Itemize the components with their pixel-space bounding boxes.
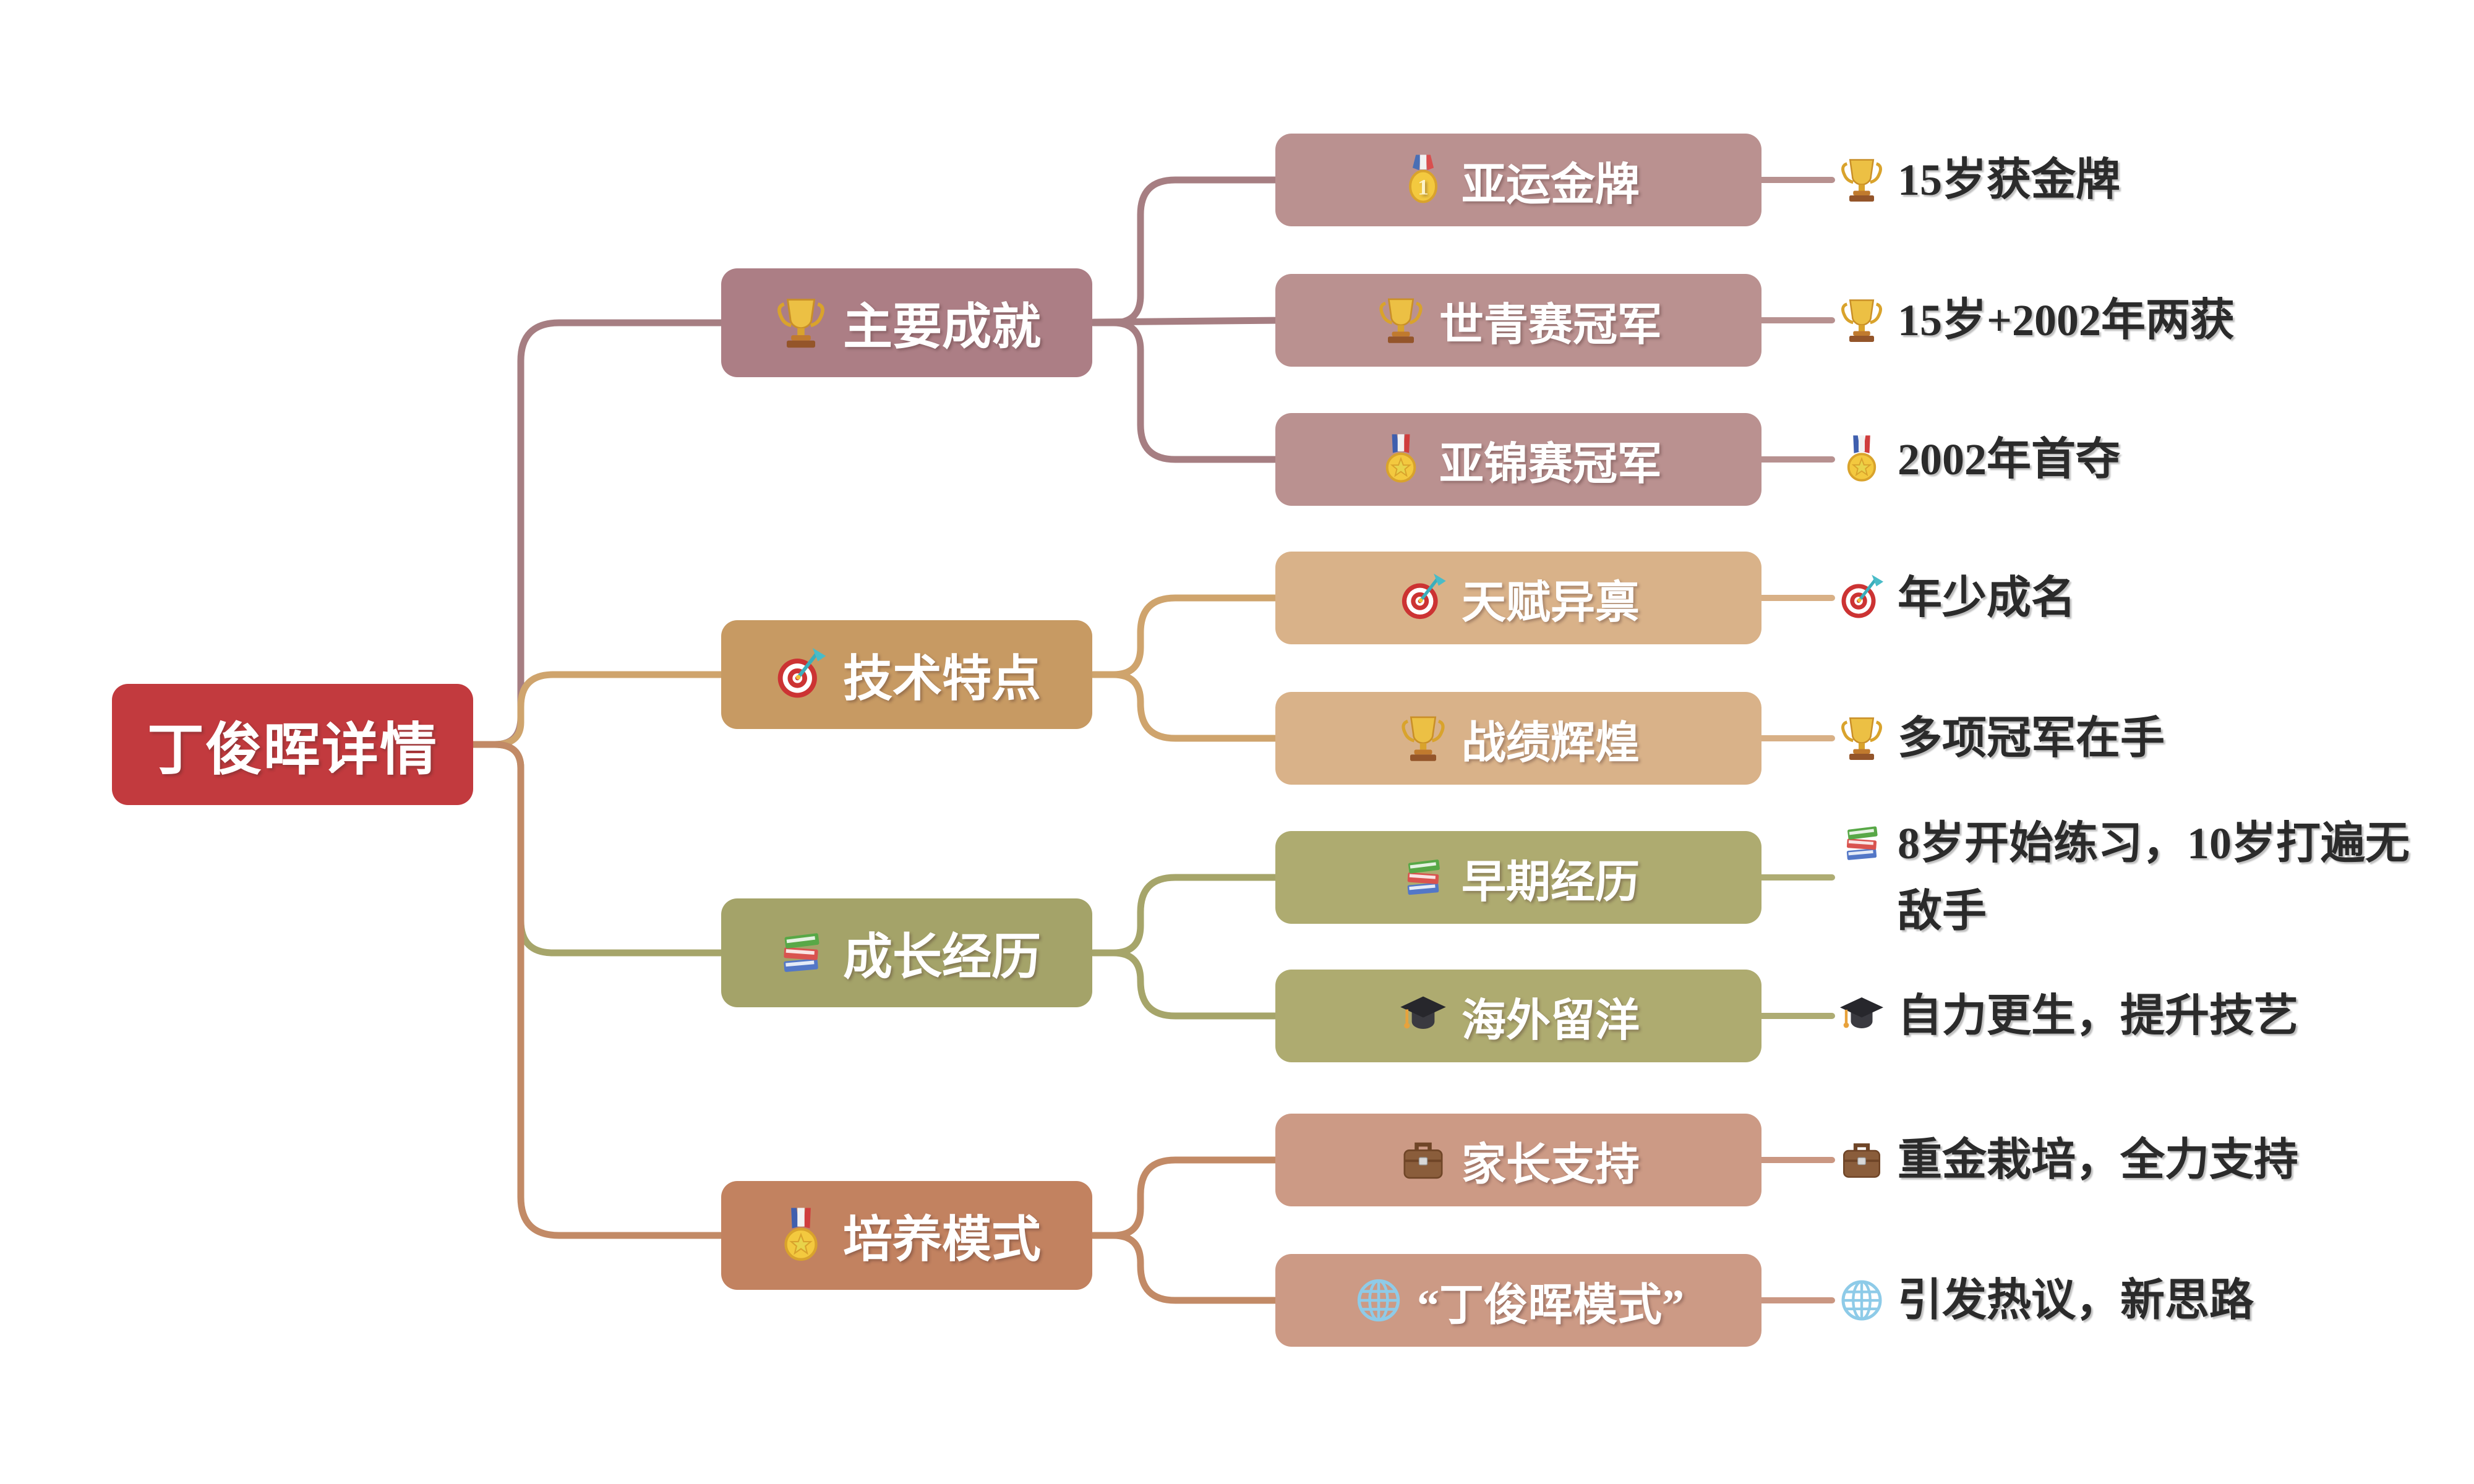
child-node-parent-support[interactable]: 家长支持 bbox=[1275, 1114, 1761, 1206]
branch-node-growth[interactable]: 成长经历 bbox=[721, 898, 1092, 1007]
globe-icon bbox=[1353, 1274, 1405, 1326]
first-place-medal-icon bbox=[1397, 154, 1449, 206]
child-node-talent[interactable]: 天赋异禀 bbox=[1275, 552, 1761, 644]
note-text: 2002年首夺 bbox=[1898, 435, 2121, 484]
trophy-icon bbox=[773, 294, 829, 351]
child-label: 世青赛冠军 bbox=[1439, 300, 1662, 350]
target-icon bbox=[1397, 572, 1449, 624]
child-node-asiad-gold[interactable]: 亚运金牌 bbox=[1275, 134, 1761, 226]
child-label: 战绩辉煌 bbox=[1461, 718, 1640, 768]
note-asian-championship[interactable]: 2002年首夺 bbox=[1837, 425, 2120, 493]
briefcase-icon bbox=[1397, 1134, 1449, 1186]
trophy-icon bbox=[1397, 712, 1449, 764]
note-text: 年少成名 bbox=[1898, 573, 2076, 623]
note-brilliant-record[interactable]: 多项冠军在手 bbox=[1837, 704, 2165, 772]
child-node-overseas[interactable]: 海外留洋 bbox=[1275, 970, 1761, 1062]
target-icon bbox=[1837, 573, 1886, 623]
child-node-early-experience[interactable]: 早期经历 bbox=[1275, 831, 1761, 924]
briefcase-icon bbox=[1837, 1135, 1886, 1185]
branch-label: 培养模式 bbox=[843, 1213, 1041, 1268]
globe-icon bbox=[1837, 1276, 1886, 1325]
note-text: 引发热议，新思路 bbox=[1898, 1276, 2254, 1325]
note-talent[interactable]: 年少成名 bbox=[1837, 564, 2076, 632]
books-icon bbox=[1837, 819, 1886, 868]
trophy-icon bbox=[1837, 714, 1886, 763]
note-text: 15岁+2002年两获 bbox=[1898, 296, 2235, 345]
note-text: 重金栽培，全力支持 bbox=[1898, 1135, 2299, 1185]
child-node-brilliant-record[interactable]: 战绩辉煌 bbox=[1275, 692, 1761, 785]
books-icon bbox=[1397, 851, 1449, 903]
trophy-icon bbox=[1837, 296, 1886, 345]
branch-label: 成长经历 bbox=[843, 931, 1041, 985]
child-label: 海外留洋 bbox=[1461, 996, 1640, 1046]
root-node-label: 丁俊晖详情 bbox=[147, 718, 438, 782]
branch-node-training-model[interactable]: 培养模式 bbox=[721, 1181, 1092, 1290]
graduation-cap-icon bbox=[1397, 990, 1449, 1042]
sports-medal-icon bbox=[1837, 435, 1886, 484]
child-node-ding-model[interactable]: “丁俊晖模式” bbox=[1275, 1254, 1761, 1347]
books-icon bbox=[773, 924, 829, 981]
child-label: 家长支持 bbox=[1461, 1140, 1640, 1190]
sports-medal-icon bbox=[773, 1207, 829, 1264]
trophy-icon bbox=[1837, 155, 1886, 205]
note-parent-support[interactable]: 重金栽培，全力支持 bbox=[1837, 1126, 2298, 1194]
note-text: 多项冠军在手 bbox=[1898, 714, 2165, 763]
note-text: 自力更生，提升技艺 bbox=[1898, 991, 2299, 1041]
note-world-youth-title[interactable]: 15岁+2002年两获 bbox=[1837, 286, 2235, 354]
note-ding-model[interactable]: 引发热议，新思路 bbox=[1837, 1266, 2254, 1334]
root-node[interactable]: 丁俊晖详情 bbox=[112, 684, 473, 805]
note-early-experience[interactable]: 8岁开始练习，10岁打遍无敌手 bbox=[1837, 809, 2411, 945]
branch-label: 主要成就 bbox=[843, 301, 1041, 355]
note-overseas[interactable]: 自力更生，提升技艺 bbox=[1837, 982, 2298, 1050]
child-label: 亚锦赛冠军 bbox=[1439, 439, 1662, 489]
child-label: 亚运金牌 bbox=[1461, 160, 1640, 210]
child-label: 早期经历 bbox=[1461, 857, 1640, 907]
sports-medal-icon bbox=[1375, 433, 1427, 485]
trophy-icon bbox=[1375, 294, 1427, 346]
branch-node-achievements[interactable]: 主要成就 bbox=[721, 268, 1092, 377]
child-label: “丁俊晖模式” bbox=[1416, 1280, 1684, 1330]
child-node-world-youth-title[interactable]: 世青赛冠军 bbox=[1275, 274, 1761, 367]
target-icon bbox=[773, 646, 829, 703]
graduation-cap-icon bbox=[1837, 991, 1886, 1041]
note-text: 8岁开始练习，10岁打遍无敌手 bbox=[1898, 819, 2410, 936]
child-label: 天赋异禀 bbox=[1461, 578, 1640, 628]
note-text: 15岁获金牌 bbox=[1898, 155, 2121, 205]
child-node-asian-championship[interactable]: 亚锦赛冠军 bbox=[1275, 413, 1761, 506]
note-asiad-gold[interactable]: 15岁获金牌 bbox=[1837, 146, 2120, 214]
branch-node-technique[interactable]: 技术特点 bbox=[721, 620, 1092, 729]
branch-label: 技术特点 bbox=[843, 652, 1041, 707]
